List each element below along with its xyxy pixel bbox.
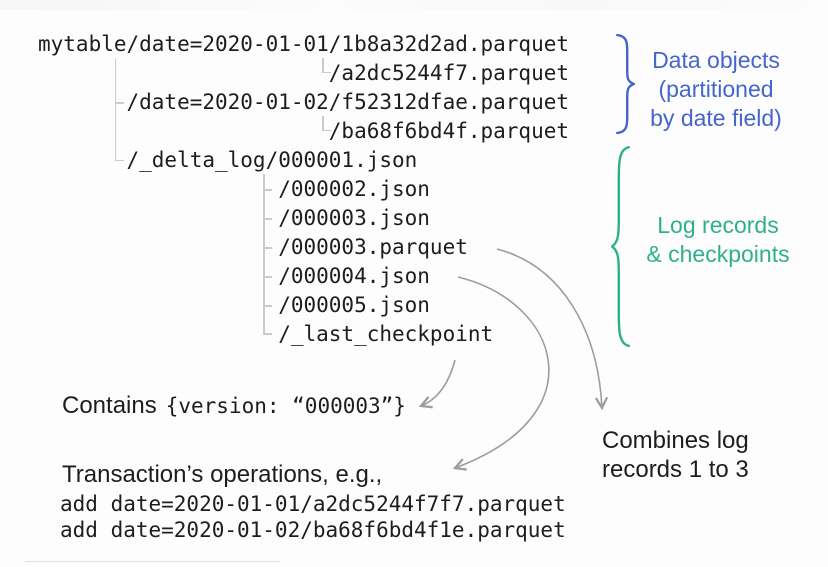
data-objects-label-line: (partitioned xyxy=(658,76,774,102)
tree-line: /000003.json xyxy=(38,206,430,230)
tree-connector-line xyxy=(263,218,272,220)
log-records-label: Log records & checkpoints xyxy=(624,211,812,269)
tree-line: mytable/date=2020-01-01/1b8a32d2ad.parqu… xyxy=(38,32,570,56)
transaction-op-line: add date=2020-01-02/ba68f6bd4f1e.parquet xyxy=(60,518,566,542)
tree-line: /000004.json xyxy=(38,264,430,288)
contains-version-note: Contains {version: “000003”} xyxy=(62,392,406,420)
top-edge-artifact xyxy=(0,0,828,10)
tree-line: /000005.json xyxy=(38,293,430,317)
transaction-operations: add date=2020-01-01/a2dc5244f7f7.parquet… xyxy=(60,491,566,543)
transaction-op-line: add date=2020-01-01/a2dc5244f7f7.parquet xyxy=(60,492,566,516)
tree-connector-line xyxy=(263,247,272,249)
combines-log-label: Combines log records 1 to 3 xyxy=(602,426,812,484)
bottom-edge-artifact xyxy=(25,561,280,562)
tree-line: /_delta_log/000001.json xyxy=(38,148,418,172)
tree-connector-line xyxy=(322,129,331,131)
log-records-brace-icon xyxy=(611,143,631,350)
tree-line: /a2dc5244f7.parquet xyxy=(38,61,570,85)
tree-connector-line xyxy=(263,276,272,278)
transactions-note: Transaction’s operations, e.g., xyxy=(62,461,382,489)
file-tree: mytable/date=2020-01-01/1b8a32d2ad.parqu… xyxy=(38,30,569,349)
tree-line: /000003.parquet xyxy=(38,235,468,259)
tree-connector-line xyxy=(114,159,124,161)
data-objects-label-line: by date field) xyxy=(650,105,782,131)
tree-line: /_last_checkpoint xyxy=(38,322,494,346)
tree-connector-line xyxy=(263,174,265,335)
log-records-label-line: Log records xyxy=(657,212,779,238)
transactions-label: Transaction’s operations, e.g., xyxy=(62,461,383,488)
tree-connector-line xyxy=(263,333,272,335)
tree-line: /000002.json xyxy=(38,177,430,201)
contains-code: {version: “000003”} xyxy=(165,394,406,418)
contains-label: Contains xyxy=(62,392,157,419)
tree-line: /ba68f6bd4f.parquet xyxy=(38,119,570,143)
combines-log-label-line: Combines log xyxy=(602,427,749,454)
tree-connector-line xyxy=(263,189,272,191)
tree-connector-line xyxy=(263,305,272,307)
data-objects-label-line: Data objects xyxy=(652,47,780,73)
tree-connector-line xyxy=(114,102,124,104)
data-objects-brace-icon xyxy=(615,33,635,135)
combines-log-label-line: records 1 to 3 xyxy=(602,456,749,483)
arrow-lastcheckpoint-to-contains xyxy=(418,359,456,409)
tree-connector-line xyxy=(322,71,331,73)
tree-connector-line xyxy=(322,116,324,131)
log-records-label-line: & checkpoints xyxy=(646,241,790,267)
tree-line: /date=2020-01-02/f52312dfae.parquet xyxy=(38,90,570,114)
data-objects-label: Data objects (partitioned by date field) xyxy=(626,46,806,133)
tree-connector-line xyxy=(114,58,116,161)
tree-connector-line xyxy=(322,58,324,73)
